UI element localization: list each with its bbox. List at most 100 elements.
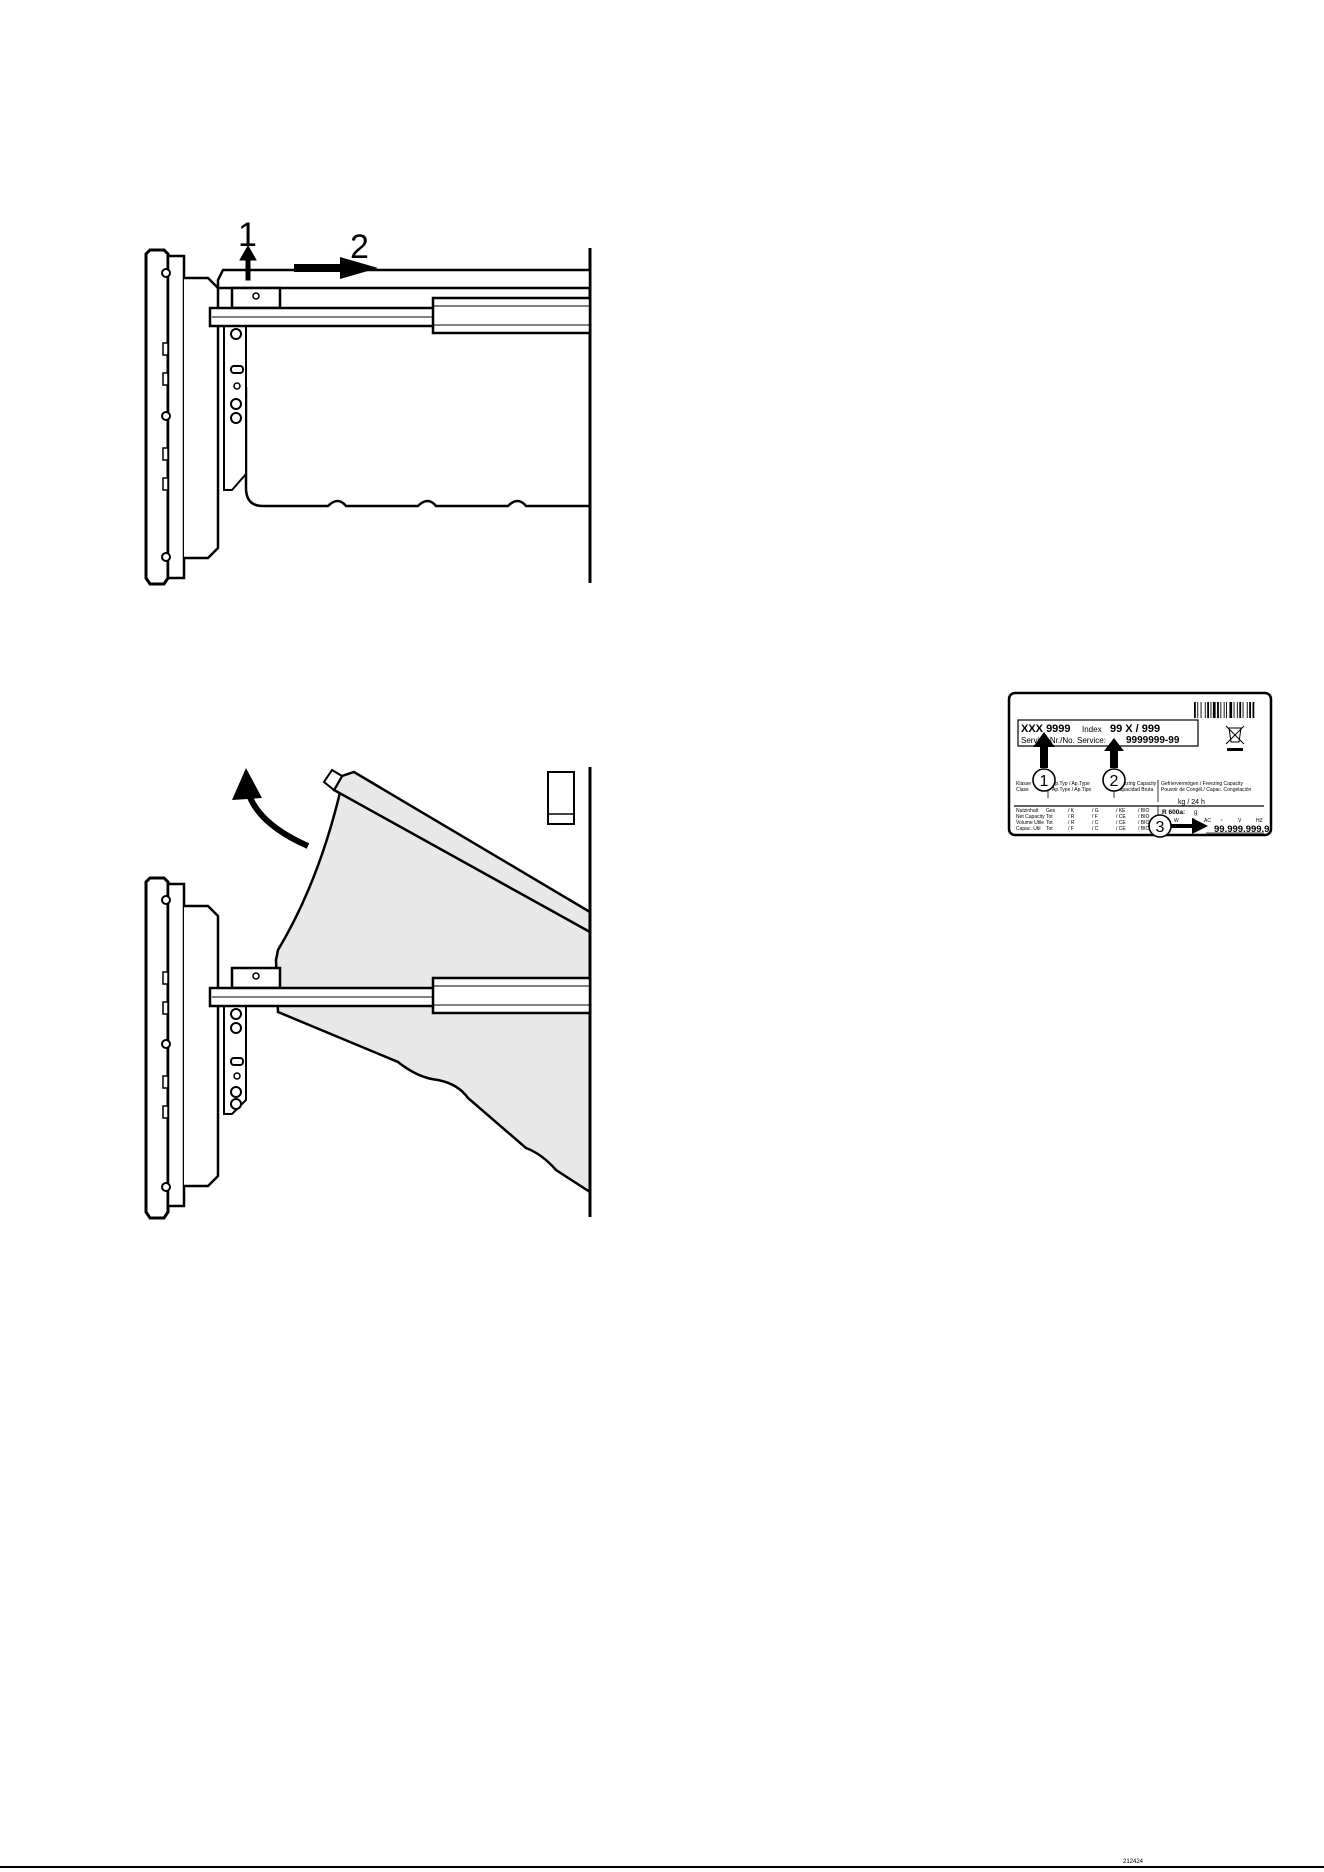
capacity-unit-code: / BIO xyxy=(1138,826,1150,832)
service-value: 9999999-99 xyxy=(1126,735,1180,746)
service-label: Service Nr./No. Service: xyxy=(1021,736,1106,745)
index-value: 99 X / 999 xyxy=(1110,723,1160,735)
barcode-bar xyxy=(1239,702,1242,718)
figure-drawer-tilt-remove xyxy=(144,767,592,1220)
capacity-unit-code: / KE xyxy=(1116,808,1126,814)
barcode-bar xyxy=(1217,702,1219,718)
upper-bracket xyxy=(547,771,575,825)
bracket-hole xyxy=(233,382,241,390)
callout-1 xyxy=(1032,768,1056,792)
capacity-row-label: Volume Utile xyxy=(1016,820,1044,826)
callout-3 xyxy=(1148,814,1172,838)
door-panel xyxy=(144,248,170,586)
latch-hole xyxy=(252,292,260,300)
door-panel xyxy=(144,876,170,1220)
barcode-bar xyxy=(1252,702,1255,718)
capacity-total-label: Tot xyxy=(1046,820,1053,826)
capacity-unit-code: / C xyxy=(1092,826,1099,832)
drawer-rim xyxy=(216,268,592,290)
screw-icon xyxy=(230,412,242,424)
arrow-right-icon xyxy=(1170,818,1208,834)
footer-rule xyxy=(0,1866,1324,1868)
curved-arrow-icon xyxy=(245,790,310,849)
barcode-bar xyxy=(1249,702,1251,718)
arrow-up-icon xyxy=(1104,738,1124,768)
capacity-unit-code: / R xyxy=(1068,820,1075,826)
callout-2 xyxy=(1102,768,1126,792)
screw-icon xyxy=(161,268,171,278)
electric-label: W xyxy=(1174,818,1179,824)
door-slot xyxy=(162,1075,169,1089)
barcode xyxy=(1194,702,1255,718)
step-number-1: 1 xyxy=(238,216,257,254)
door-slot xyxy=(162,1001,169,1015)
barcode-bar xyxy=(1204,702,1206,718)
door-slot xyxy=(162,342,169,356)
barcode-bar xyxy=(1233,702,1235,718)
screw-icon xyxy=(230,1008,242,1020)
index-label: Index xyxy=(1082,725,1102,734)
bracket-slot xyxy=(230,365,244,374)
arrow-up-icon xyxy=(1033,732,1055,768)
figure-drawer-lift-pull: 1 2 xyxy=(144,216,592,586)
bracket-slot xyxy=(230,1057,244,1066)
barcode-bar xyxy=(1207,702,1209,718)
door-slot xyxy=(162,477,169,491)
screw-icon xyxy=(230,1022,242,1034)
plate-col-label: Ap.Typ / Ap.Type xyxy=(1052,781,1090,787)
door-slot xyxy=(162,971,169,985)
capacity-unit-code: / F xyxy=(1092,814,1098,820)
capacity-unit-code: / R xyxy=(1068,814,1075,820)
screw-icon xyxy=(230,328,242,340)
capacity-unit-code: / BIO xyxy=(1138,808,1150,814)
capacity-unit-code: / C xyxy=(1092,820,1099,826)
door-gasket xyxy=(184,904,220,1188)
barcode-bar xyxy=(1242,702,1244,718)
plate-col-label: Clase xyxy=(1016,787,1029,793)
plate-col-label: Pouvoir de Congél./ Capac. Congelación xyxy=(1161,787,1252,793)
barcode-bar xyxy=(1200,702,1202,718)
barcode-bar xyxy=(1220,702,1222,718)
rating-plate: XXX 9999 Index 99 X / 999 Service Nr./No… xyxy=(1007,691,1273,838)
electric-label: V xyxy=(1238,818,1242,824)
latch-hole xyxy=(252,972,260,980)
screw-icon xyxy=(161,1182,171,1192)
barcode-bar xyxy=(1223,702,1225,718)
callout-1-number: 1 xyxy=(1040,773,1049,790)
barcode-bar xyxy=(1236,702,1238,718)
screw-icon xyxy=(161,1039,171,1049)
refrigerant-label: R 600a: xyxy=(1162,809,1185,816)
screw-icon xyxy=(230,1086,242,1098)
barcode-bar xyxy=(1246,702,1248,718)
electric-label: ~ xyxy=(1220,818,1223,824)
capacity-total-label: Ges xyxy=(1046,808,1056,814)
telescopic-rail-inner xyxy=(431,976,592,1015)
barcode-bar xyxy=(1226,702,1227,718)
arrow-up-icon xyxy=(239,244,257,281)
capacity-row-label: Net Capacity xyxy=(1016,814,1045,820)
screw-icon xyxy=(230,398,242,410)
curved-arrow-head xyxy=(232,768,262,800)
bracket-hole xyxy=(233,1072,241,1080)
screw-icon xyxy=(230,1098,242,1110)
plate-col-label: Freezing Capacity xyxy=(1116,781,1157,787)
electric-label: HZ xyxy=(1256,818,1263,824)
capacity-total-label: Tot xyxy=(1046,814,1053,820)
barcode-bar xyxy=(1197,702,1199,718)
serial-number: 99.999.999.9 xyxy=(1214,824,1269,835)
model-number: XXX 9999 xyxy=(1021,723,1071,735)
capacity-unit-code: / CE xyxy=(1116,814,1126,820)
capacity-unit-code: / CE xyxy=(1116,826,1126,832)
freeze-unit: kg / 24 h xyxy=(1178,799,1205,806)
electric-label: AC xyxy=(1204,818,1211,824)
door-slot xyxy=(162,1105,169,1119)
screw-icon xyxy=(161,552,171,562)
screw-icon xyxy=(161,895,171,905)
arrow-right-icon xyxy=(294,257,378,279)
barcode-bar xyxy=(1229,702,1233,718)
door-slot xyxy=(162,447,169,461)
barcode-bar xyxy=(1210,702,1212,718)
refrigerant-unit: g xyxy=(1194,810,1197,816)
step-number-2: 2 xyxy=(350,228,369,266)
